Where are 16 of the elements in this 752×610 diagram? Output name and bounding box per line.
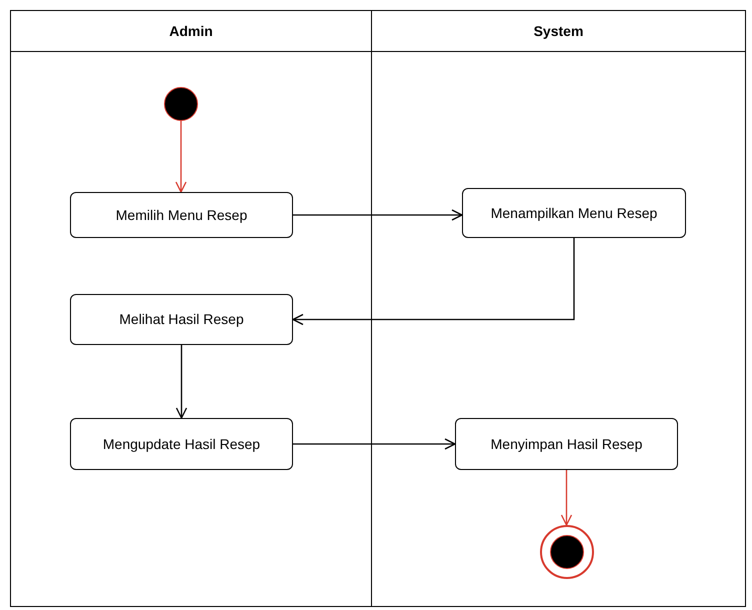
activity-box: Menampilkan Menu Resep [462, 188, 686, 238]
arrow [560, 470, 572, 526]
arrow [293, 438, 456, 450]
arrow [292, 238, 575, 326]
activity-box: Melihat Hasil Resep [70, 294, 293, 345]
activity-box: Memilih Menu Resep [70, 192, 293, 238]
activity-box: Menyimpan Hasil Resep [455, 418, 678, 470]
activity-box: Mengupdate Hasil Resep [70, 418, 293, 470]
swimlane [10, 10, 372, 607]
initial-node [164, 87, 198, 121]
lane-header: System [372, 11, 745, 52]
arrow [176, 345, 188, 419]
final-node [540, 525, 594, 579]
arrow [293, 209, 463, 221]
arrow [175, 121, 187, 193]
swimlane [371, 10, 746, 607]
